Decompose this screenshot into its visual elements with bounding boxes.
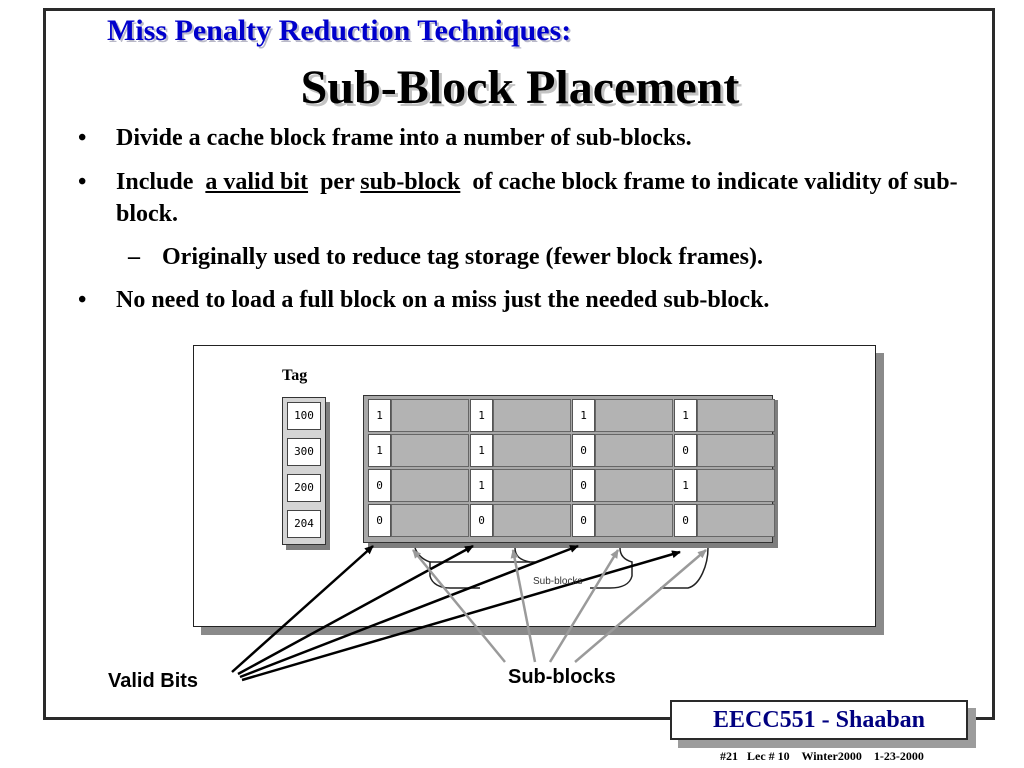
valid-bit-cell: 1 — [470, 399, 493, 432]
slide-supertitle: Miss Penalty Reduction Techniques: — [107, 14, 572, 47]
sub-block-data-cell — [493, 504, 571, 537]
valid-bit-cell: 1 — [470, 469, 493, 502]
tag-column-label: Tag — [282, 367, 308, 384]
sub-block-data-cell — [493, 469, 571, 502]
block-frame-grid: 1 1 1 1 1 1 0 0 0 1 0 1 0 0 0 0 — [363, 395, 775, 543]
tag-cell: 100 — [287, 402, 321, 430]
valid-bit-cell: 0 — [470, 504, 493, 537]
sub-block-data-cell — [697, 504, 775, 537]
valid-bit-cell: 1 — [470, 434, 493, 467]
sub-block-data-cell — [391, 504, 469, 537]
bullet-text: Divide a cache block frame into a number… — [116, 125, 692, 151]
tag-cell: 300 — [287, 438, 321, 466]
bullet-text: Include — [116, 169, 206, 195]
bullet-list: • Divide a cache block frame into a numb… — [70, 122, 990, 328]
sub-block-data-cell — [595, 504, 673, 537]
underlined-term-valid-bit: a valid bit — [205, 169, 309, 195]
valid-bit-cell: 0 — [368, 469, 391, 502]
sub-bullet-item: – Originally used to reduce tag storage … — [70, 242, 990, 272]
valid-bit-cell: 1 — [572, 399, 595, 432]
slide-frame — [43, 8, 995, 720]
valid-bit-cell: 0 — [572, 434, 595, 467]
valid-bit-cell: 0 — [674, 504, 697, 537]
bullet-marker: • — [78, 169, 87, 195]
bullet-item: • Divide a cache block frame into a numb… — [70, 122, 990, 154]
sub-block-data-cell — [493, 399, 571, 432]
slide-page-footer: #21 Lec # 10 Winter2000 1-23-2000 — [720, 749, 924, 763]
course-footer-box: EECC551 - Shaaban — [670, 700, 968, 740]
valid-bit-cell: 0 — [572, 504, 595, 537]
sub-block-data-cell — [391, 434, 469, 467]
sub-block-tiny-label: Sub-blocks — [533, 576, 583, 587]
sub-block-data-cell — [595, 399, 673, 432]
sub-bullet-marker: – — [128, 244, 140, 270]
slide-title: Sub-Block Placement — [300, 61, 740, 114]
sub-block-data-cell — [493, 434, 571, 467]
underlined-term-sub-block: sub-block — [360, 169, 461, 195]
valid-bits-arrows — [231, 544, 681, 682]
sub-blocks-arrows — [412, 549, 707, 663]
sub-block-data-cell — [595, 469, 673, 502]
bullet-text: of cache block frame to indicate validit… — [116, 169, 958, 227]
bullet-marker: • — [78, 125, 87, 151]
bullet-item: • Include a valid bit per sub-block of c… — [70, 166, 990, 230]
valid-bit-cell: 0 — [674, 434, 697, 467]
bullet-text: per — [308, 169, 361, 195]
tag-cell: 204 — [287, 510, 321, 538]
bullet-marker: • — [78, 287, 87, 313]
sub-block-data-cell — [697, 434, 775, 467]
valid-bit-cell: 1 — [368, 434, 391, 467]
sub-block-data-cell — [595, 434, 673, 467]
sub-block-data-cell — [697, 399, 775, 432]
bullet-item: • No need to load a full block on a miss… — [70, 284, 990, 316]
bullet-text: No need to load a full block on a miss j… — [116, 287, 770, 313]
sub-block-data-cell — [697, 469, 775, 502]
sub-blocks-label: Sub-blocks — [508, 666, 616, 688]
valid-bits-label: Valid Bits — [108, 670, 199, 692]
sub-bullet-text: Originally used to reduce tag storage (f… — [162, 244, 763, 270]
valid-bit-cell: 1 — [674, 399, 697, 432]
valid-bit-cell: 0 — [368, 504, 391, 537]
valid-bit-cell: 0 — [572, 469, 595, 502]
tag-column: 100 300 200 204 — [282, 397, 326, 545]
valid-bit-cell: 1 — [368, 399, 391, 432]
tag-cell: 200 — [287, 474, 321, 502]
valid-bit-cell: 1 — [674, 469, 697, 502]
sub-block-data-cell — [391, 399, 469, 432]
sub-block-data-cell — [391, 469, 469, 502]
